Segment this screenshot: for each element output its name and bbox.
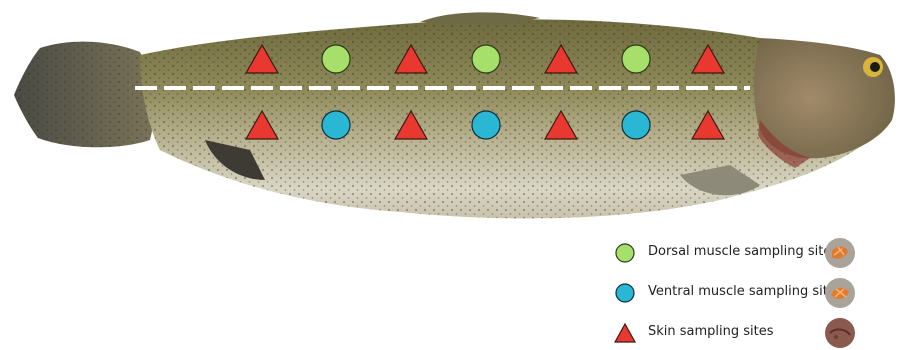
legend-row-dorsal: Dorsal muscle sampling sites <box>614 236 874 270</box>
ventral-site-marker <box>322 111 350 139</box>
green-circle-icon <box>614 242 636 264</box>
dorsal-site-marker <box>322 45 350 73</box>
legend-row-ventral: Ventral muscle sampling sites <box>614 276 874 310</box>
dorsal-site-marker <box>622 45 650 73</box>
ventral-site-marker <box>472 111 500 139</box>
legend-row-skin: Skin sampling sites <box>614 316 874 350</box>
skin-sample-thumbnail <box>824 317 856 349</box>
legend-label-dorsal: Dorsal muscle sampling sites <box>648 244 838 259</box>
legend-label-ventral: Ventral muscle sampling sites <box>648 284 843 299</box>
muscle-sample-thumbnail <box>824 277 856 309</box>
red-triangle-icon <box>614 322 636 344</box>
blue-circle-icon <box>614 282 636 304</box>
ventral-site-marker <box>622 111 650 139</box>
dorsal-site-marker <box>472 45 500 73</box>
legend-label-skin: Skin sampling sites <box>648 324 774 339</box>
muscle-sample-thumbnail <box>824 237 856 269</box>
